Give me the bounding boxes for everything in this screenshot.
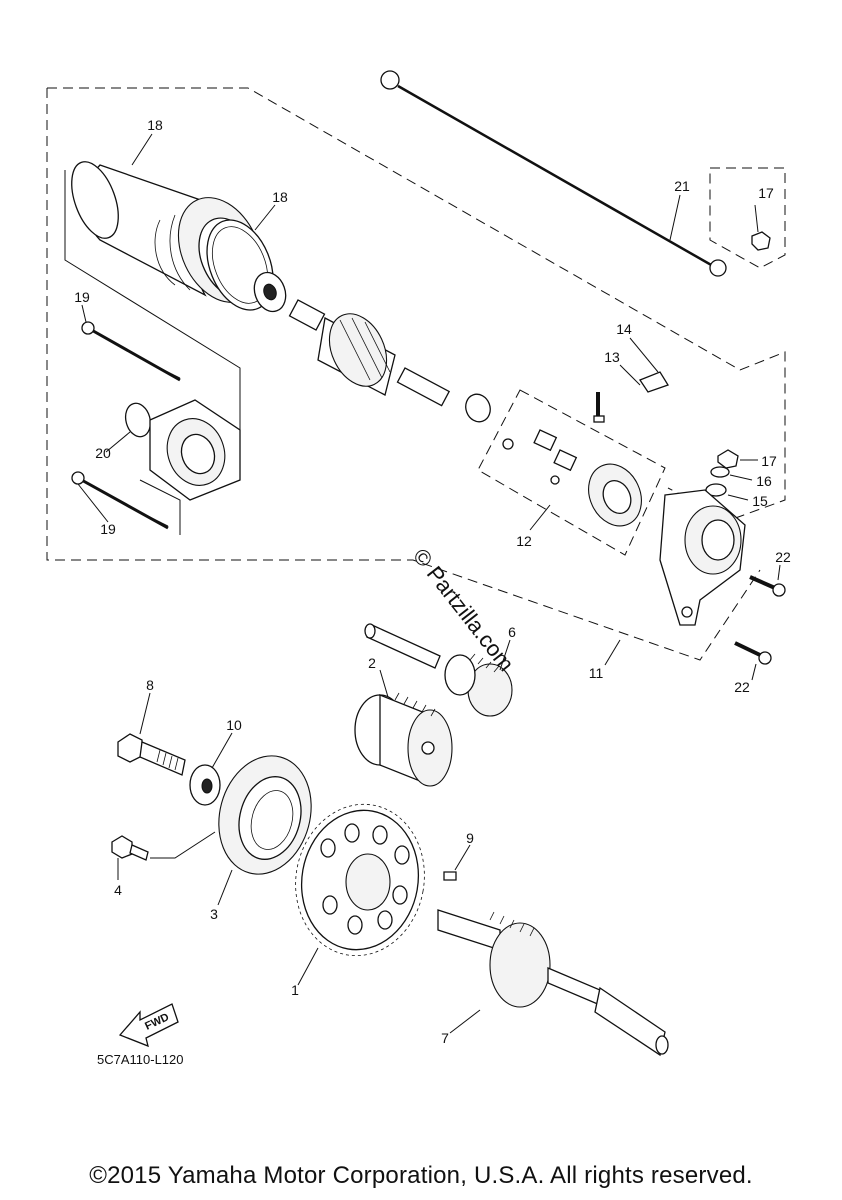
callout-17-lower: 17 [761, 453, 777, 469]
washer-10 [189, 764, 221, 806]
callout-14: 14 [616, 321, 632, 337]
diagram-part-number: 5C7A110-L120 [97, 1052, 184, 1067]
bolt-8 [117, 733, 186, 776]
through-bolt-lower [71, 471, 169, 530]
o-ring-20 [124, 402, 152, 438]
forward-arrow-icon: FWD [118, 1003, 179, 1048]
idle-gear-6 [444, 653, 513, 717]
callout-18-oring: 18 [272, 189, 288, 205]
bolt-22-upper [749, 575, 786, 597]
bearing [253, 271, 287, 313]
callout-labels: 18 18 19 19 20 21 17 17 16 15 14 13 12 1… [74, 117, 791, 1046]
callout-22-upper: 22 [775, 549, 791, 565]
through-bolt-upper [81, 321, 181, 382]
callout-10: 10 [226, 717, 242, 733]
callout-4: 4 [114, 882, 122, 898]
callout-19-upper: 19 [74, 289, 90, 305]
idle-gear-2 [354, 692, 453, 787]
starter-clutch-3 [218, 755, 312, 875]
brush-clip-14 [639, 371, 669, 393]
bolt-22-lower [734, 641, 772, 665]
callout-12: 12 [516, 533, 532, 549]
callout-16: 16 [756, 473, 772, 489]
rear-cover [659, 489, 746, 626]
bolt-4 [111, 835, 149, 861]
callout-22-lower: 22 [734, 679, 750, 695]
washer-16 [710, 466, 730, 478]
washer-15 [705, 483, 727, 497]
callout-8: 8 [146, 677, 154, 693]
nut-17-lower [717, 449, 739, 469]
callout-9: 9 [466, 830, 474, 846]
callout-18-yoke: 18 [147, 117, 163, 133]
callout-17-upper: 17 [758, 185, 774, 201]
nut-17-upper [751, 231, 771, 251]
idle-gear-shaft [364, 623, 441, 669]
callout-6: 6 [508, 624, 516, 640]
callout-3: 3 [210, 906, 218, 922]
callout-19-lower: 19 [100, 521, 116, 537]
callout-15: 15 [752, 493, 768, 509]
starter-cable [380, 70, 727, 277]
assembly-boundary-outer [46, 87, 786, 661]
callout-11: 11 [589, 665, 604, 681]
callout-21: 21 [674, 178, 690, 194]
assembly-boundary-brush-holder [477, 389, 666, 556]
callout-13: 13 [604, 349, 620, 365]
starter-wheel-gear-1 [295, 803, 425, 957]
callout-20: 20 [95, 445, 111, 461]
assembly-boundary-nut-group [709, 167, 786, 269]
callout-2: 2 [368, 655, 376, 671]
callout-1: 1 [291, 982, 299, 998]
brush-holder-assembly [502, 429, 642, 527]
woodruff-key-9 [443, 871, 457, 881]
brush-bolt-13 [593, 392, 605, 423]
copyright-notice: ©2015 Yamaha Motor Corporation, U.S.A. A… [89, 1162, 753, 1189]
leader-lines [77, 133, 781, 1034]
callout-7: 7 [441, 1030, 449, 1046]
crankshaft-7 [437, 909, 669, 1057]
armature [288, 299, 491, 423]
front-cover [149, 399, 241, 501]
